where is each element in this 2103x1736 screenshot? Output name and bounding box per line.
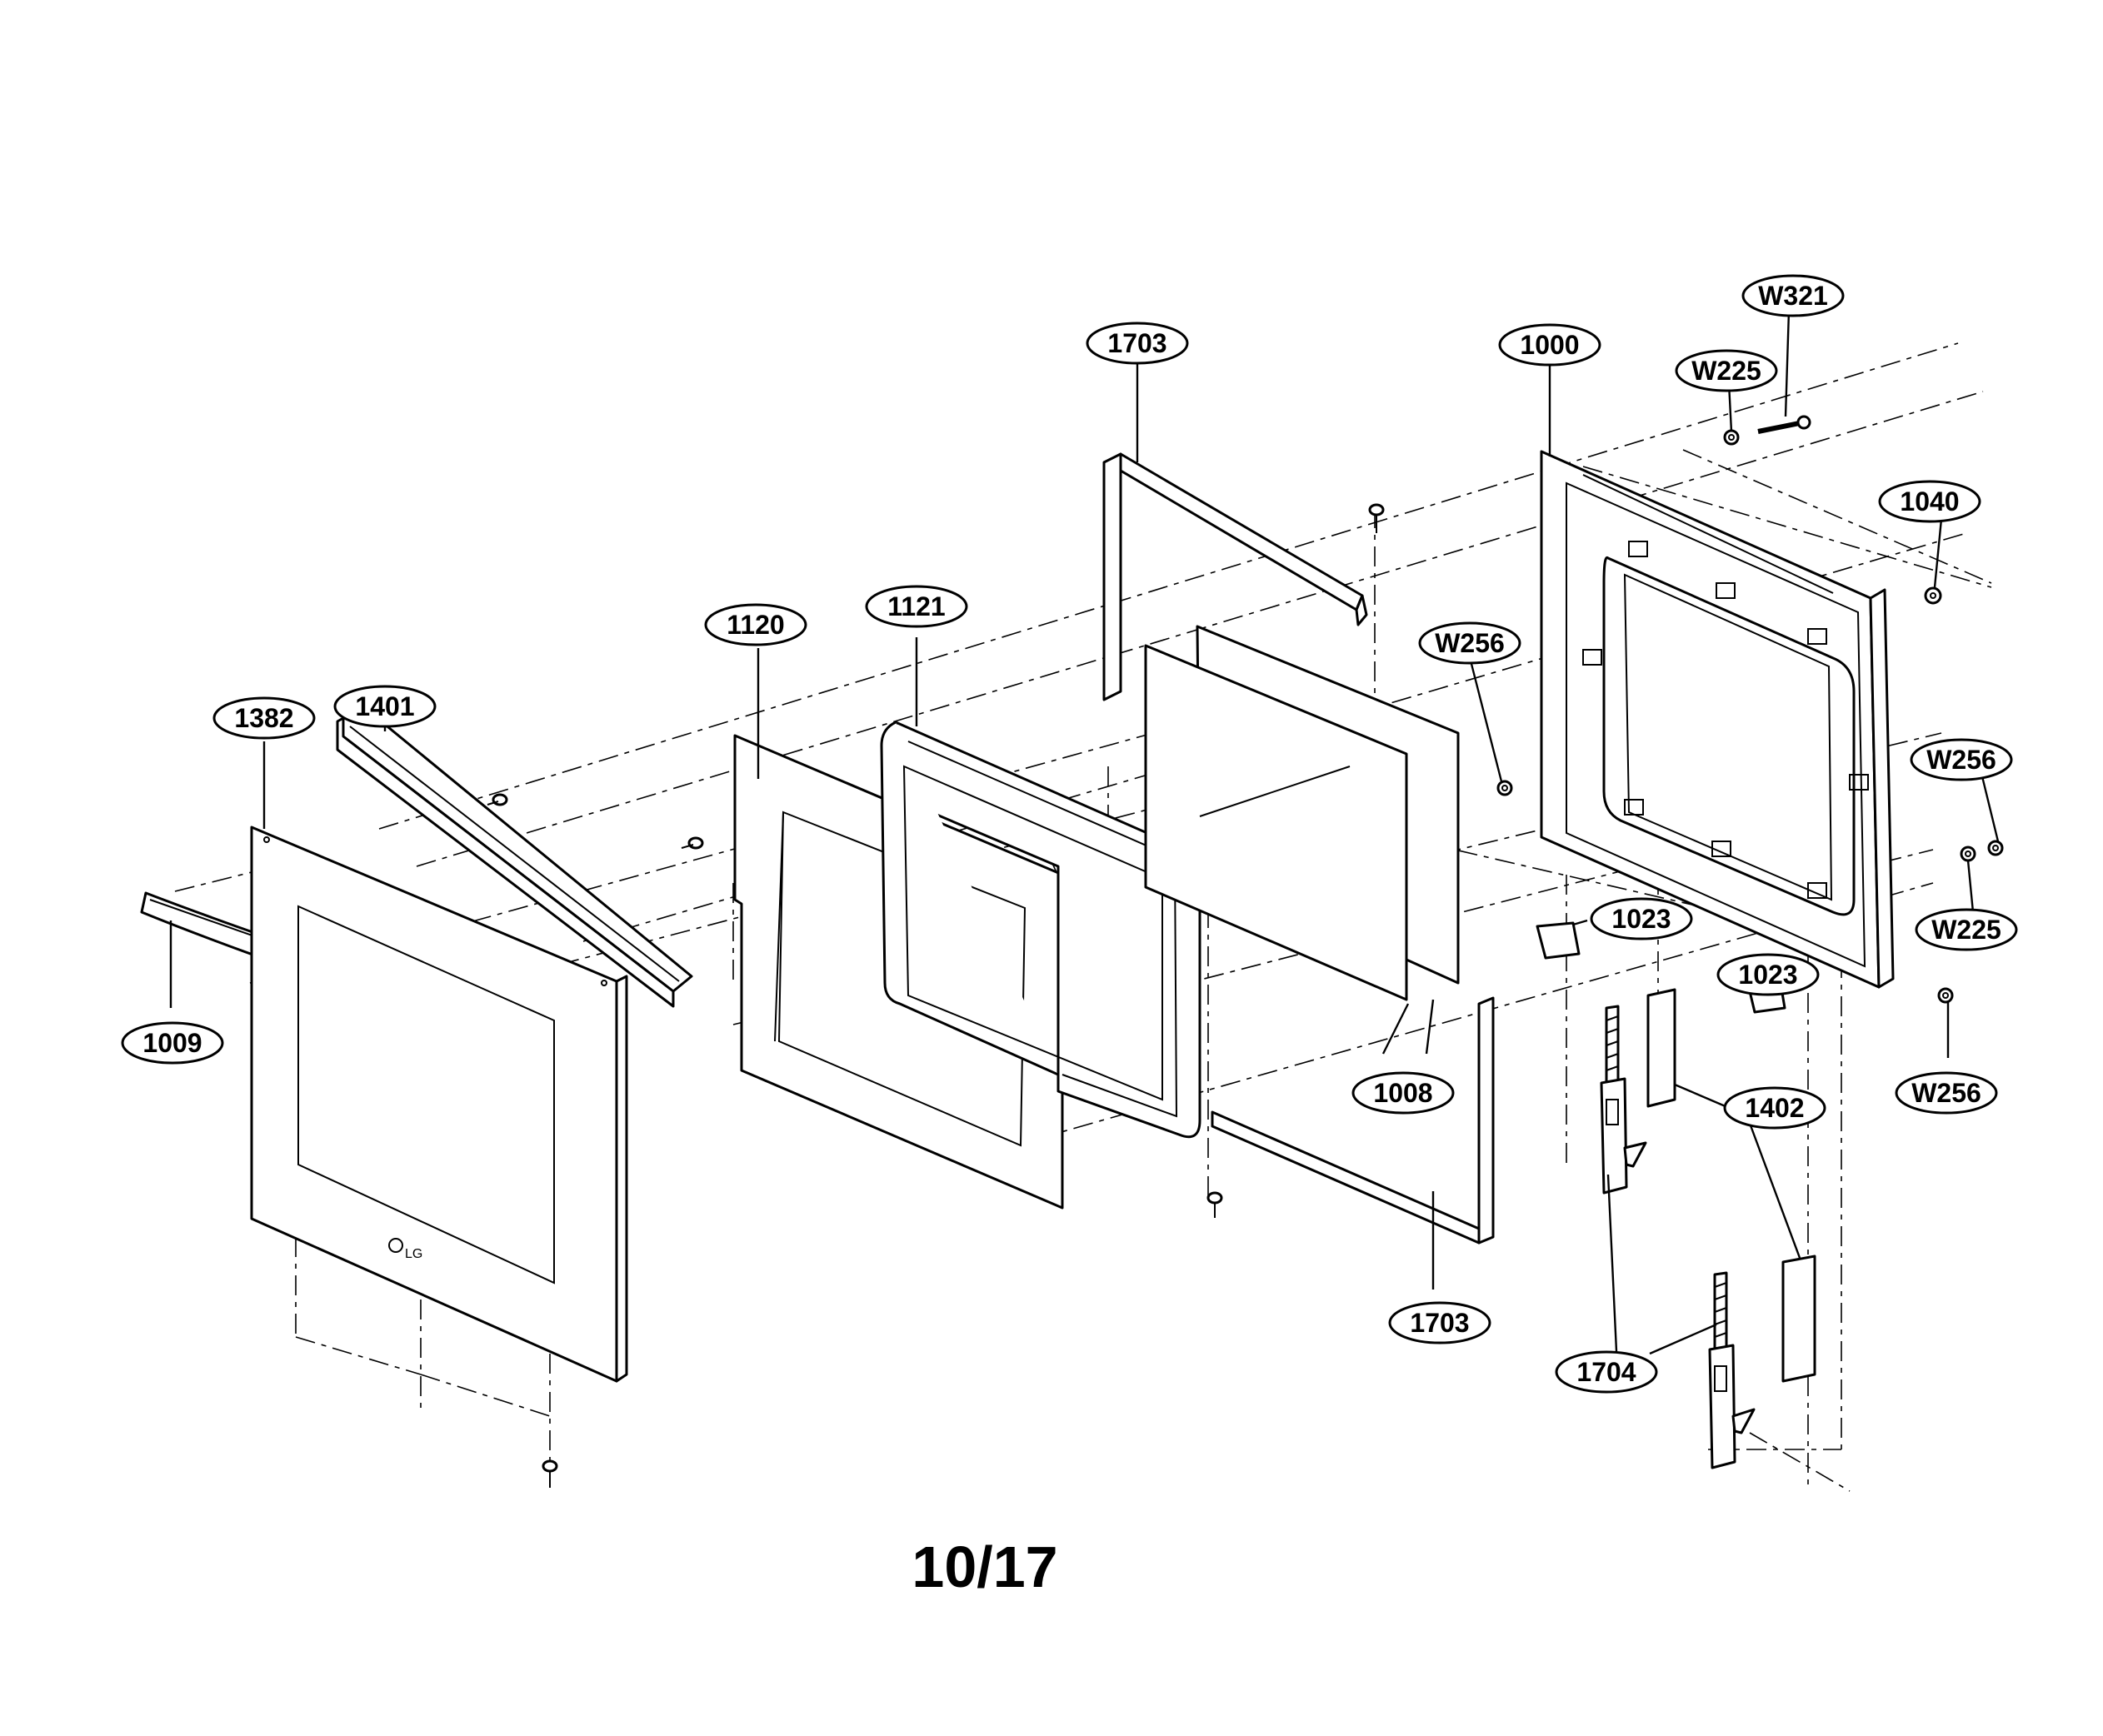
part-1000-door-liner (1540, 450, 1895, 989)
callout-1401: 1401 (333, 685, 437, 728)
svg-text:1023: 1023 (1738, 960, 1797, 990)
screw-icon (487, 793, 508, 806)
svg-text:1703: 1703 (1410, 1308, 1469, 1338)
callout-w225-top: W225 (1675, 349, 1778, 392)
washer-icon (1987, 840, 2004, 856)
svg-text:1401: 1401 (355, 691, 414, 721)
callout-1000: 1000 (1498, 323, 1601, 367)
leader-lines (169, 310, 2000, 1355)
svg-text:1009: 1009 (142, 1028, 202, 1058)
callout-w256-right: W256 (1910, 738, 2013, 781)
svg-text:1382: 1382 (234, 703, 293, 733)
callout-labels: 1703 1000 W321 W225 1040 W256 1120 1121 (121, 274, 2018, 1394)
callout-1704: 1704 (1555, 1350, 1658, 1394)
part-1008-glass-panels (1144, 625, 1460, 1001)
callout-1121: 1121 (865, 585, 968, 628)
callout-1703-top: 1703 (1086, 322, 1189, 365)
callout-1382: 1382 (212, 696, 316, 740)
part-1704-hinges (1600, 1005, 1756, 1469)
svg-text:1023: 1023 (1611, 904, 1671, 934)
callout-1008: 1008 (1351, 1071, 1455, 1115)
part-1703-upper-channel (1102, 452, 1368, 701)
washer-icon (1937, 987, 1954, 1004)
washer-icon (1960, 846, 1976, 862)
callout-w225-right: W225 (1915, 908, 2018, 951)
bolt-icon (1757, 415, 1811, 434)
hinge-upper (1600, 1005, 1647, 1195)
callout-1703-bottom: 1703 (1388, 1301, 1491, 1344)
callout-w256-mid: W256 (1418, 621, 1521, 665)
svg-text:1008: 1008 (1373, 1078, 1432, 1108)
part-1703-lower-channel (1211, 996, 1495, 1245)
callout-w321: W321 (1741, 274, 1845, 317)
svg-text:1040: 1040 (1900, 486, 1959, 516)
part-1121-gasket-frame (880, 721, 1201, 1139)
callout-1402: 1402 (1723, 1086, 1826, 1130)
svg-text:1703: 1703 (1107, 328, 1166, 358)
callout-1040: 1040 (1878, 480, 1981, 523)
svg-text:1120: 1120 (727, 610, 784, 640)
svg-text:W256: W256 (1911, 1078, 1981, 1108)
screws-and-washers (487, 415, 2004, 1488)
callout-w256-bottom: W256 (1895, 1071, 1998, 1115)
svg-text:W321: W321 (1758, 281, 1828, 311)
screw-icon (1368, 503, 1385, 533)
brand-logo: LG (405, 1247, 422, 1261)
part-1382-outer-door: LG (250, 826, 628, 1383)
washer-icon (1723, 429, 1740, 446)
screw-icon (681, 836, 704, 850)
washer-icon (1496, 780, 1513, 796)
part-1402-hinge-covers (1646, 988, 1816, 1383)
callout-1023-lower: 1023 (1716, 953, 1820, 996)
svg-text:1704: 1704 (1576, 1357, 1636, 1387)
washer-icon (1924, 586, 1942, 605)
callout-1009: 1009 (121, 1021, 224, 1065)
screw-icon (1206, 1191, 1223, 1218)
svg-text:W225: W225 (1691, 356, 1761, 386)
svg-text:1000: 1000 (1520, 330, 1579, 360)
svg-text:W256: W256 (1926, 745, 1996, 775)
hinge-lower (1708, 1271, 1756, 1469)
svg-text:1402: 1402 (1745, 1093, 1804, 1123)
callout-1023-upper: 1023 (1590, 897, 1693, 940)
svg-text:1121: 1121 (887, 591, 945, 621)
page-number: 10/17 (912, 1534, 1057, 1599)
svg-text:W225: W225 (1931, 915, 2001, 945)
callout-1120: 1120 (704, 603, 807, 646)
screw-icon (542, 1459, 558, 1488)
svg-text:W256: W256 (1435, 628, 1505, 658)
